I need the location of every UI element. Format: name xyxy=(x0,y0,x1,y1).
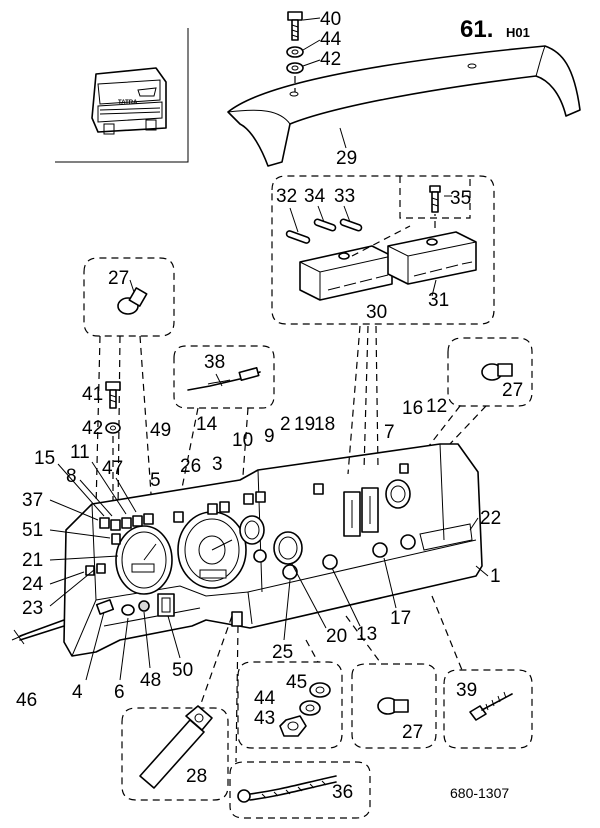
callout-49: 49 xyxy=(150,420,171,441)
callout-10: 10 xyxy=(232,430,253,451)
callout-43: 43 xyxy=(254,708,275,729)
callout-34: 34 xyxy=(304,186,326,207)
callout-27-b: 27 xyxy=(502,380,523,401)
callout-42-b: 42 xyxy=(82,418,103,439)
callout-9: 9 xyxy=(264,426,275,447)
sheet-suffix: H01 xyxy=(506,25,530,40)
callout-27-a: 27 xyxy=(108,268,129,289)
callout-47: 47 xyxy=(102,458,123,479)
callout-13: 13 xyxy=(356,624,377,645)
callout-14: 14 xyxy=(196,414,218,435)
callout-12: 12 xyxy=(426,396,447,417)
callout-26: 26 xyxy=(180,456,201,477)
callout-41: 41 xyxy=(82,384,103,405)
callout-29: 29 xyxy=(336,148,357,169)
truck-cab-icon: TATRA xyxy=(91,67,167,135)
callout-6: 6 xyxy=(114,682,125,703)
callout-48: 48 xyxy=(140,670,161,691)
callout-21: 21 xyxy=(22,550,43,571)
callout-11: 11 xyxy=(70,442,90,463)
callout-23: 23 xyxy=(22,598,43,619)
callout-17: 17 xyxy=(390,608,411,629)
callout-31: 31 xyxy=(428,290,449,311)
callout-50: 50 xyxy=(172,660,193,681)
callout-19: 19 xyxy=(294,414,315,435)
dashboard-housing xyxy=(63,443,483,657)
callout-35: 35 xyxy=(450,188,471,209)
callout-25: 25 xyxy=(272,642,293,663)
callout-1: 1 xyxy=(490,566,501,587)
drawing-number: 680-1307 xyxy=(450,785,509,801)
callout-27-c: 27 xyxy=(402,722,423,743)
callout-38: 38 xyxy=(204,352,225,373)
bulb-27-detail-c xyxy=(351,663,437,749)
callout-18: 18 xyxy=(314,414,335,435)
callout-labels: 40 44 42 29 32 34 33 35 30 31 27 38 41 4… xyxy=(16,9,523,803)
dashboard-leaders xyxy=(11,325,463,763)
screw-39-detail xyxy=(443,669,533,749)
callout-30: 30 xyxy=(366,302,387,323)
callout-32: 32 xyxy=(276,186,297,207)
callout-5: 5 xyxy=(150,470,161,491)
callout-7: 7 xyxy=(384,422,395,443)
callout-42: 42 xyxy=(320,49,341,70)
callout-33: 33 xyxy=(334,186,355,207)
callout-20: 20 xyxy=(326,626,347,647)
top-cover-part xyxy=(227,45,581,167)
callout-15: 15 xyxy=(34,448,55,469)
callout-24: 24 xyxy=(22,574,44,595)
callout-46: 46 xyxy=(16,690,37,711)
callout-2: 2 xyxy=(280,414,291,435)
truck-inset: TATRA xyxy=(55,28,189,163)
callout-3: 3 xyxy=(212,454,223,475)
bulb-27-detail-a xyxy=(83,257,175,511)
callout-4: 4 xyxy=(72,682,83,703)
callout-51: 51 xyxy=(22,520,43,541)
callout-45: 45 xyxy=(286,672,307,693)
ground-strap-36-detail xyxy=(229,761,371,819)
bulb-27-detail-b xyxy=(403,337,533,485)
bolt-40-stack xyxy=(286,11,321,92)
callout-39: 39 xyxy=(456,680,477,701)
callout-leaders xyxy=(49,127,489,681)
callout-44-b: 44 xyxy=(254,688,276,709)
nut-washer-detail xyxy=(237,661,343,749)
relay-box-group xyxy=(271,175,495,325)
callout-8: 8 xyxy=(66,466,77,487)
callout-44: 44 xyxy=(320,29,342,50)
callout-36: 36 xyxy=(332,782,353,803)
callout-16: 16 xyxy=(402,398,423,419)
callout-22: 22 xyxy=(480,508,501,529)
bolt-41-stack xyxy=(105,381,121,508)
callout-40: 40 xyxy=(320,9,341,30)
callout-37: 37 xyxy=(22,490,43,511)
sheet-number: 61. xyxy=(460,16,493,43)
callout-28: 28 xyxy=(186,766,207,787)
sleeve-28-detail xyxy=(121,705,229,801)
truck-badge: TATRA xyxy=(118,100,138,106)
